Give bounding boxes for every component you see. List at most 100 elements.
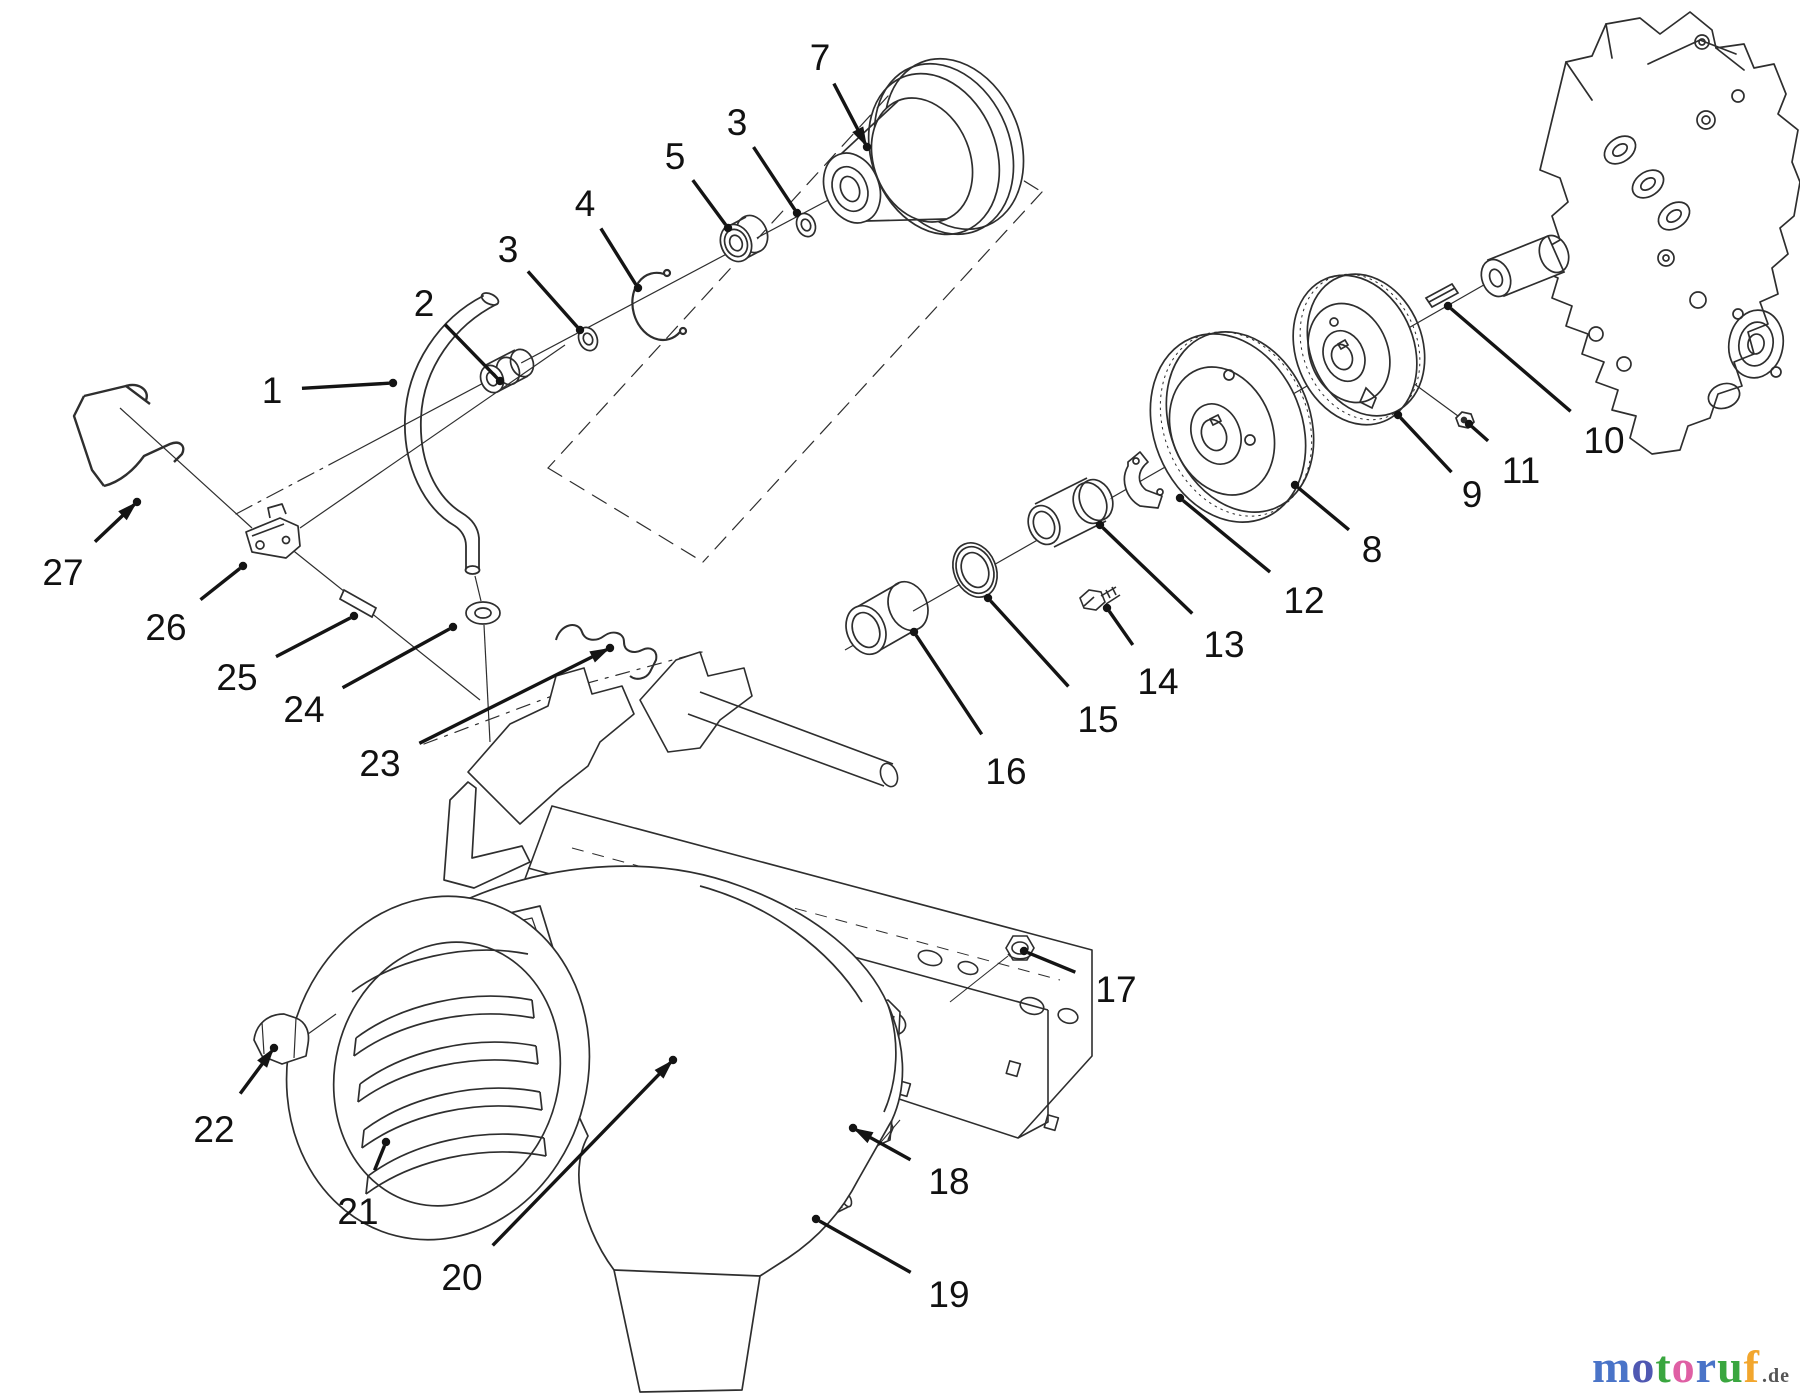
leader-arrowhead xyxy=(589,648,610,663)
part-number-label: 11 xyxy=(1502,450,1540,491)
callout-11: 11 xyxy=(1464,419,1540,491)
blower-housing-21-drawing xyxy=(285,781,904,1393)
leader-line xyxy=(818,1219,912,1274)
part-number-label: 14 xyxy=(1137,661,1178,702)
callout-22: 22 xyxy=(193,1043,279,1150)
part-number-label: 15 xyxy=(1077,699,1118,740)
leader-tip-dot xyxy=(349,611,359,621)
cable-rod-lines xyxy=(119,344,566,701)
leader-line xyxy=(418,648,608,745)
wire-clip-23-drawing xyxy=(555,624,658,680)
leader-line xyxy=(914,634,984,736)
leader-tip-dot xyxy=(1019,946,1029,956)
leader-line xyxy=(1107,610,1135,646)
leader-line xyxy=(752,146,797,211)
leader-line xyxy=(372,1145,387,1171)
part-number-label: 21 xyxy=(337,1191,378,1232)
callout-16: 16 xyxy=(909,627,1027,792)
leader-tip-dot xyxy=(1175,493,1185,503)
callout-14: 14 xyxy=(1102,603,1179,702)
retainer-clip-12-drawing xyxy=(1123,451,1164,509)
logo-letter: t xyxy=(1655,1341,1672,1392)
leader-tip-dot xyxy=(1393,410,1403,420)
leader-line xyxy=(1399,416,1453,474)
cap-22-drawing xyxy=(253,1013,337,1065)
callout-27: 27 xyxy=(42,497,142,593)
leader-tip-dot xyxy=(909,627,919,637)
part-number-label: 27 xyxy=(42,552,83,593)
leader-line xyxy=(526,270,579,329)
leader-line xyxy=(989,599,1070,688)
leader-arrowhead xyxy=(654,1060,673,1079)
wire-form-27-drawing xyxy=(72,383,185,488)
leader-tip-dot xyxy=(448,622,458,632)
part-number-label: 24 xyxy=(283,689,324,730)
logo-letters: motoruf xyxy=(1592,1341,1760,1392)
part-number-label: 22 xyxy=(193,1109,234,1150)
callout-3: 3 xyxy=(498,229,585,335)
bearing-5-drawing xyxy=(719,214,769,263)
callout-23: 23 xyxy=(359,643,615,784)
callout-25: 25 xyxy=(216,611,359,698)
leader-tip-dot xyxy=(495,376,505,386)
shaft-key-drawing xyxy=(1424,282,1460,309)
logo-letter: m xyxy=(1592,1341,1632,1392)
callout-4: 4 xyxy=(575,183,643,293)
callout-18: 18 xyxy=(848,1123,970,1202)
part-number-label: 2 xyxy=(414,283,435,324)
leader-line xyxy=(199,567,241,602)
callout-9: 9 xyxy=(1393,410,1482,515)
callouts-layer: 1234537891011121314151617181920212223242… xyxy=(42,37,1624,1315)
nut-17-drawing xyxy=(949,935,1035,1003)
leader-line xyxy=(1101,526,1194,615)
leader-line xyxy=(443,323,499,380)
logo-suffix: .de xyxy=(1762,1365,1790,1387)
leader-tip-dot xyxy=(1464,419,1474,429)
leader-tip-dot xyxy=(238,561,248,571)
leader-tip-dot xyxy=(381,1137,391,1147)
leader-tip-dot xyxy=(388,378,398,388)
part-number-label: 8 xyxy=(1362,529,1383,570)
bushing-13-drawing xyxy=(1027,477,1114,549)
leader-line xyxy=(275,616,352,659)
leader-tip-dot xyxy=(1102,603,1112,613)
logo-letter: r xyxy=(1695,1341,1718,1392)
callout-15: 15 xyxy=(983,593,1119,740)
leader-line xyxy=(491,1061,672,1247)
pulley-8-drawing xyxy=(1149,331,1315,523)
leader-tip-dot xyxy=(633,283,643,293)
leader-line xyxy=(691,179,727,226)
callout-10: 10 xyxy=(1443,301,1625,461)
seal-ring-15-drawing xyxy=(952,542,998,598)
bolt-14-drawing xyxy=(1079,586,1121,611)
part-number-label: 3 xyxy=(727,102,748,143)
logo-letter: f xyxy=(1743,1341,1760,1392)
leader-line xyxy=(599,227,638,286)
pin-25-drawing xyxy=(338,588,378,619)
leader-tip-dot xyxy=(983,593,993,603)
pulley-9-drawing xyxy=(1292,273,1426,426)
part-number-label: 23 xyxy=(359,743,400,784)
leader-arrowhead xyxy=(257,1048,274,1068)
callout-26: 26 xyxy=(145,561,248,648)
gearbox-output-shaft xyxy=(1480,234,1570,298)
callout-2: 2 xyxy=(414,283,505,386)
spacer-2-drawing xyxy=(479,348,535,403)
motoruf-watermark: motoruf.de xyxy=(1592,1344,1790,1390)
part-number-label: 19 xyxy=(928,1274,969,1315)
callout-21: 21 xyxy=(337,1137,391,1232)
leader-arrowhead xyxy=(118,502,137,521)
logo-letter: o xyxy=(1671,1341,1696,1392)
part-number-label: 4 xyxy=(575,183,596,224)
leader-line xyxy=(1296,486,1351,532)
callout-1: 1 xyxy=(262,370,398,411)
logo-letter: o xyxy=(1631,1341,1656,1392)
leader-tip-dot xyxy=(1290,480,1300,490)
leader-tip-dot xyxy=(811,1214,821,1224)
callout-20: 20 xyxy=(441,1055,678,1298)
washer-24-drawing xyxy=(465,575,501,743)
callout-8: 8 xyxy=(1290,480,1383,570)
callout-12: 12 xyxy=(1175,493,1325,621)
